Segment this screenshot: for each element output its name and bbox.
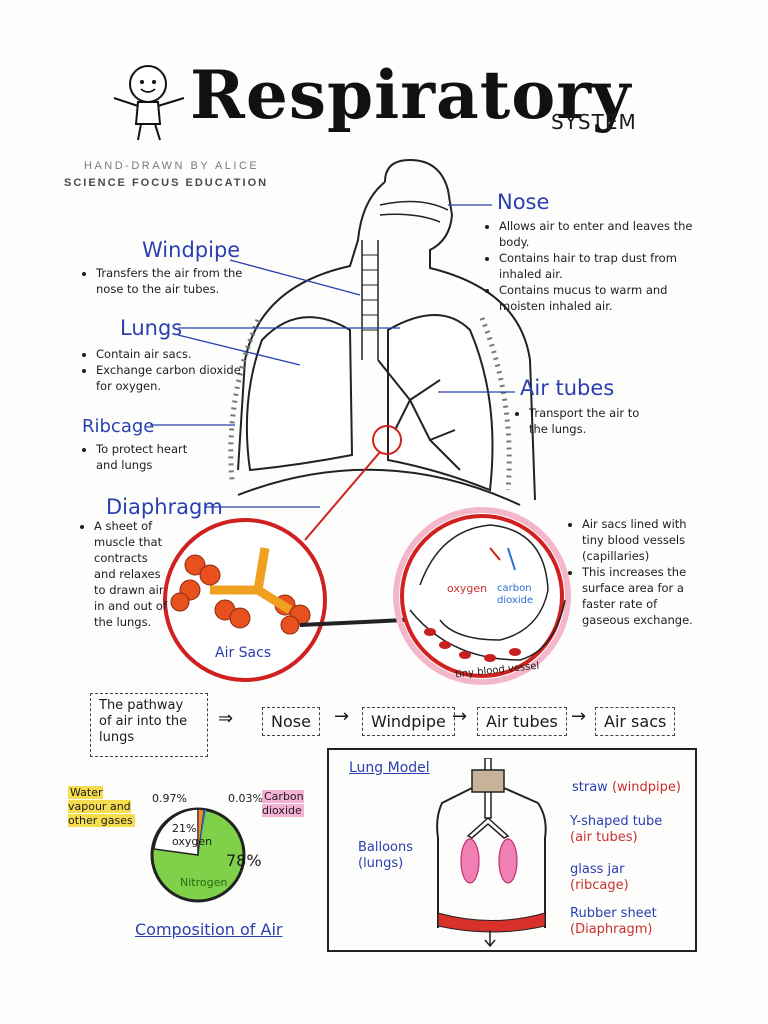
arrow-icon: → — [571, 706, 587, 727]
gas-exchange-point-2: This increases the surface area for a fa… — [582, 564, 708, 628]
air-tubes-notes: Transport the air to the lungs. — [515, 405, 655, 437]
lungs-point-2: Exchange carbon dioxide for oxygen. — [96, 362, 242, 394]
oxygen-label: oxygen — [447, 582, 488, 595]
mascot-figure — [113, 65, 185, 141]
oxygen-pct: 21% — [172, 822, 197, 835]
diaphragm-notes: A sheet of muscle that contracts and rel… — [80, 518, 172, 630]
nitrogen-name: Nitrogen — [180, 876, 228, 889]
lung-model-drawing — [436, 758, 547, 948]
label-air-tubes: Air tubes — [520, 376, 615, 400]
lungs-point-1: Contain air sacs. — [96, 346, 242, 362]
pie-label-oxygen: 21%oxygen — [172, 822, 212, 848]
gas-exchange-point-1: Air sacs lined with tiny blood vessels (… — [582, 516, 708, 564]
windpipe-point-1: Transfers the air from the nose to the a… — [96, 265, 272, 297]
air-tubes-point-1: Transport the air to the lungs. — [529, 405, 655, 437]
lung-model-part-jar: glass jar(ribcage) — [570, 862, 629, 893]
label-ribcage: Ribcage — [82, 416, 155, 437]
carbon-dioxide-pct: 0.03% — [228, 792, 263, 805]
composition-title: Composition of Air — [135, 920, 283, 939]
label-diaphragm: Diaphragm — [106, 495, 223, 519]
oxygen-name: oxygen — [172, 835, 213, 848]
credit-author: HAND-DRAWN BY ALICE — [84, 160, 260, 172]
pathway-intro: The pathway of air into the lungs — [90, 693, 208, 757]
air-sacs-label: Air Sacs — [215, 645, 272, 661]
nitrogen-pct: 78% — [226, 851, 262, 870]
arrow-icon: → — [334, 706, 350, 727]
balloons-label: Balloons(lungs) — [358, 840, 414, 871]
pathway-arrow-icon: ⇒ — [218, 708, 234, 729]
ribcage-point-1: To protect heart and lungs — [96, 441, 202, 473]
lung-model-box — [327, 748, 697, 952]
nose-point-3: Contains mucus to warm and moisten inhal… — [499, 282, 695, 314]
label-windpipe: Windpipe — [142, 238, 241, 262]
label-nose: Nose — [497, 190, 550, 214]
nose-point-1: Allows air to enter and leaves the body. — [499, 218, 695, 250]
label-lungs: Lungs — [120, 316, 183, 340]
lung-model-part-tube: Y-shaped tube(air tubes) — [570, 814, 663, 845]
diaphragm-point-1: A sheet of muscle that contracts and rel… — [94, 518, 172, 630]
ribcage-notes: To protect heart and lungs — [82, 441, 202, 473]
composition-pie — [150, 807, 246, 903]
lung-model-title: Lung Model — [349, 760, 430, 776]
carbon-dioxide-label: carbon dioxide — [497, 583, 534, 606]
arrow-icon: → — [452, 706, 468, 727]
water-vapour-pct: 0.97% — [152, 792, 187, 805]
lung-model-part-sheet: Rubber sheet(Diaphragm) — [570, 906, 657, 937]
lung-model-part-straw: straw (windpipe) — [572, 780, 681, 795]
lungs-notes: Contain air sacs. Exchange carbon dioxid… — [82, 346, 242, 394]
windpipe-notes: Transfers the air from the nose to the a… — [82, 265, 272, 297]
pathway-step-air-sacs: Air sacs — [595, 707, 676, 736]
water-vapour-name: Water vapour and other gases — [68, 786, 135, 827]
pathway-step-nose: Nose — [262, 707, 320, 736]
pathway-step-air-tubes: Air tubes — [477, 707, 567, 736]
credit-publisher: SCIENCE FOCUS EDUCATION — [64, 177, 269, 189]
nose-point-2: Contains hair to trap dust from inhaled … — [499, 250, 695, 282]
gas-exchange-notes: Air sacs lined with tiny blood vessels (… — [568, 516, 708, 628]
carbon-dioxide-name: Carbon dioxide — [262, 790, 304, 817]
nose-notes: Allows air to enter and leaves the body.… — [485, 218, 695, 314]
page-title: Respiratory — [190, 56, 632, 134]
respiratory-illustration — [150, 158, 571, 685]
pathway-step-windpipe: Windpipe — [362, 707, 455, 736]
page-subtitle: SYSTEM — [551, 110, 637, 134]
